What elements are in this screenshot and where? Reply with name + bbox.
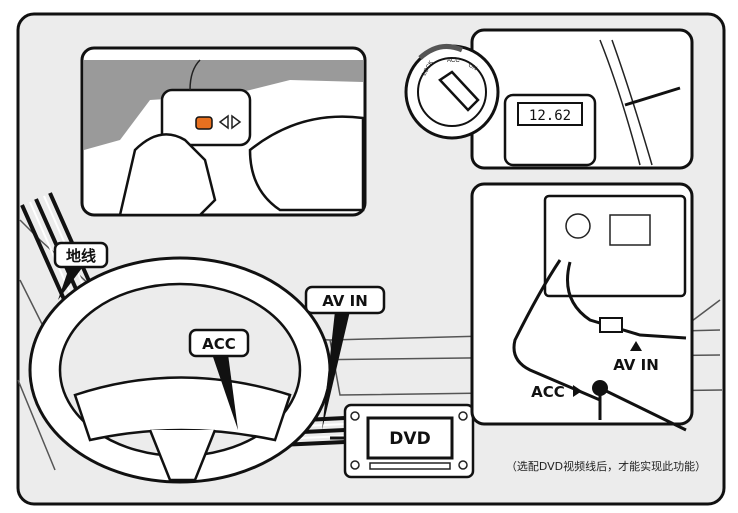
dvd-label: DVD (389, 429, 430, 449)
ignition-on-mark: ON (467, 63, 478, 73)
acc-wheel-label: ACC (188, 328, 250, 430)
steering-wheel (28, 256, 332, 484)
ignition-acc-mark: ACC (447, 58, 460, 64)
multimeter-reading: 12.62 (529, 108, 571, 124)
av-in-main-label-text: AV IN (322, 292, 368, 310)
ground-label: 地线 (53, 241, 109, 300)
ground-label-text: 地线 (66, 247, 96, 265)
camera-panel (80, 46, 367, 217)
av-in-main-label: AV IN (304, 285, 386, 430)
ignition-panel: LOCK ACC ON (404, 28, 694, 170)
footnote: （选配DVD视频线后，才能实现此功能） (506, 459, 706, 473)
av-in-detail-label: AV IN (613, 356, 659, 374)
dvd-rear-panel (470, 182, 694, 432)
acc-wheel-label-text: ACC (202, 335, 236, 353)
dvd-head-unit (343, 403, 475, 479)
acc-detail-label: ACC (531, 383, 565, 401)
